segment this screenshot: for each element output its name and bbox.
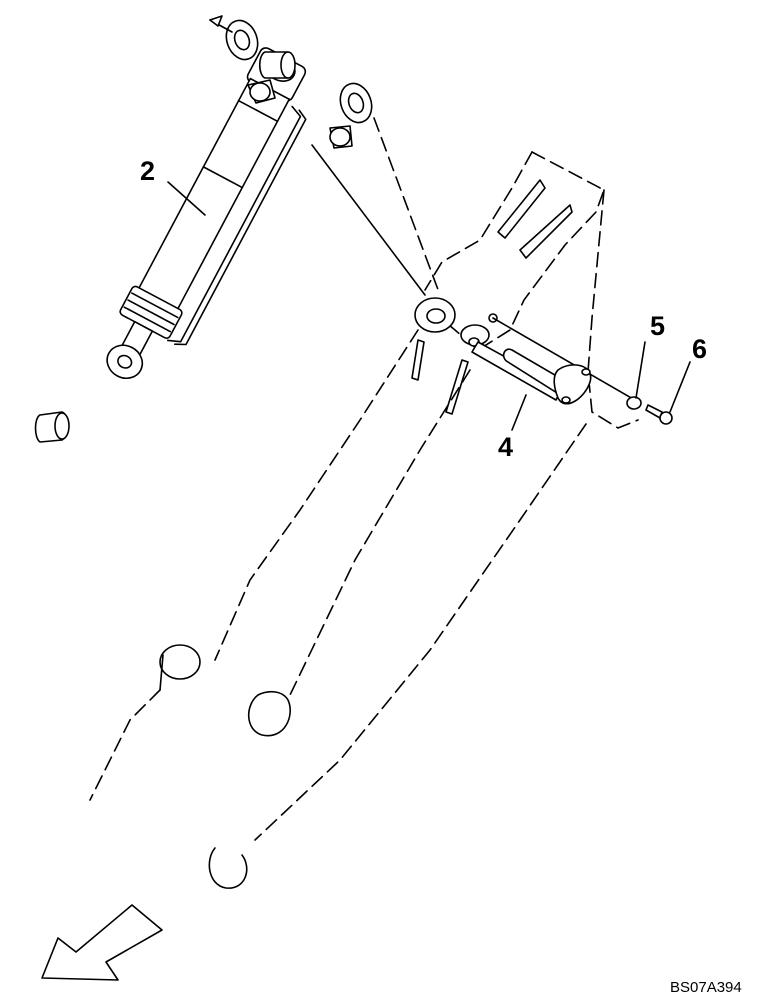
drawing-code: BS07A394 xyxy=(670,979,742,996)
callout-4: 4 xyxy=(498,432,513,462)
boom-bracket xyxy=(414,297,498,347)
pin-assembly xyxy=(471,341,673,425)
pin-plate xyxy=(553,364,592,405)
callout-2: 2 xyxy=(140,156,155,186)
callout-6: 6 xyxy=(692,334,707,364)
cylinder-barrel xyxy=(136,77,291,312)
bottom-bushing xyxy=(34,411,70,443)
rod-end-hardware xyxy=(209,15,373,124)
callout-5: 5 xyxy=(650,311,665,341)
leader-lines xyxy=(167,181,691,431)
alignment-lines xyxy=(311,117,641,404)
hydraulic-cylinder xyxy=(106,47,307,380)
washer-5 xyxy=(626,396,642,410)
foot-boss xyxy=(159,644,201,680)
hose-fittings xyxy=(247,79,353,149)
direction-arrow xyxy=(41,904,163,981)
boom-outline xyxy=(89,151,639,889)
